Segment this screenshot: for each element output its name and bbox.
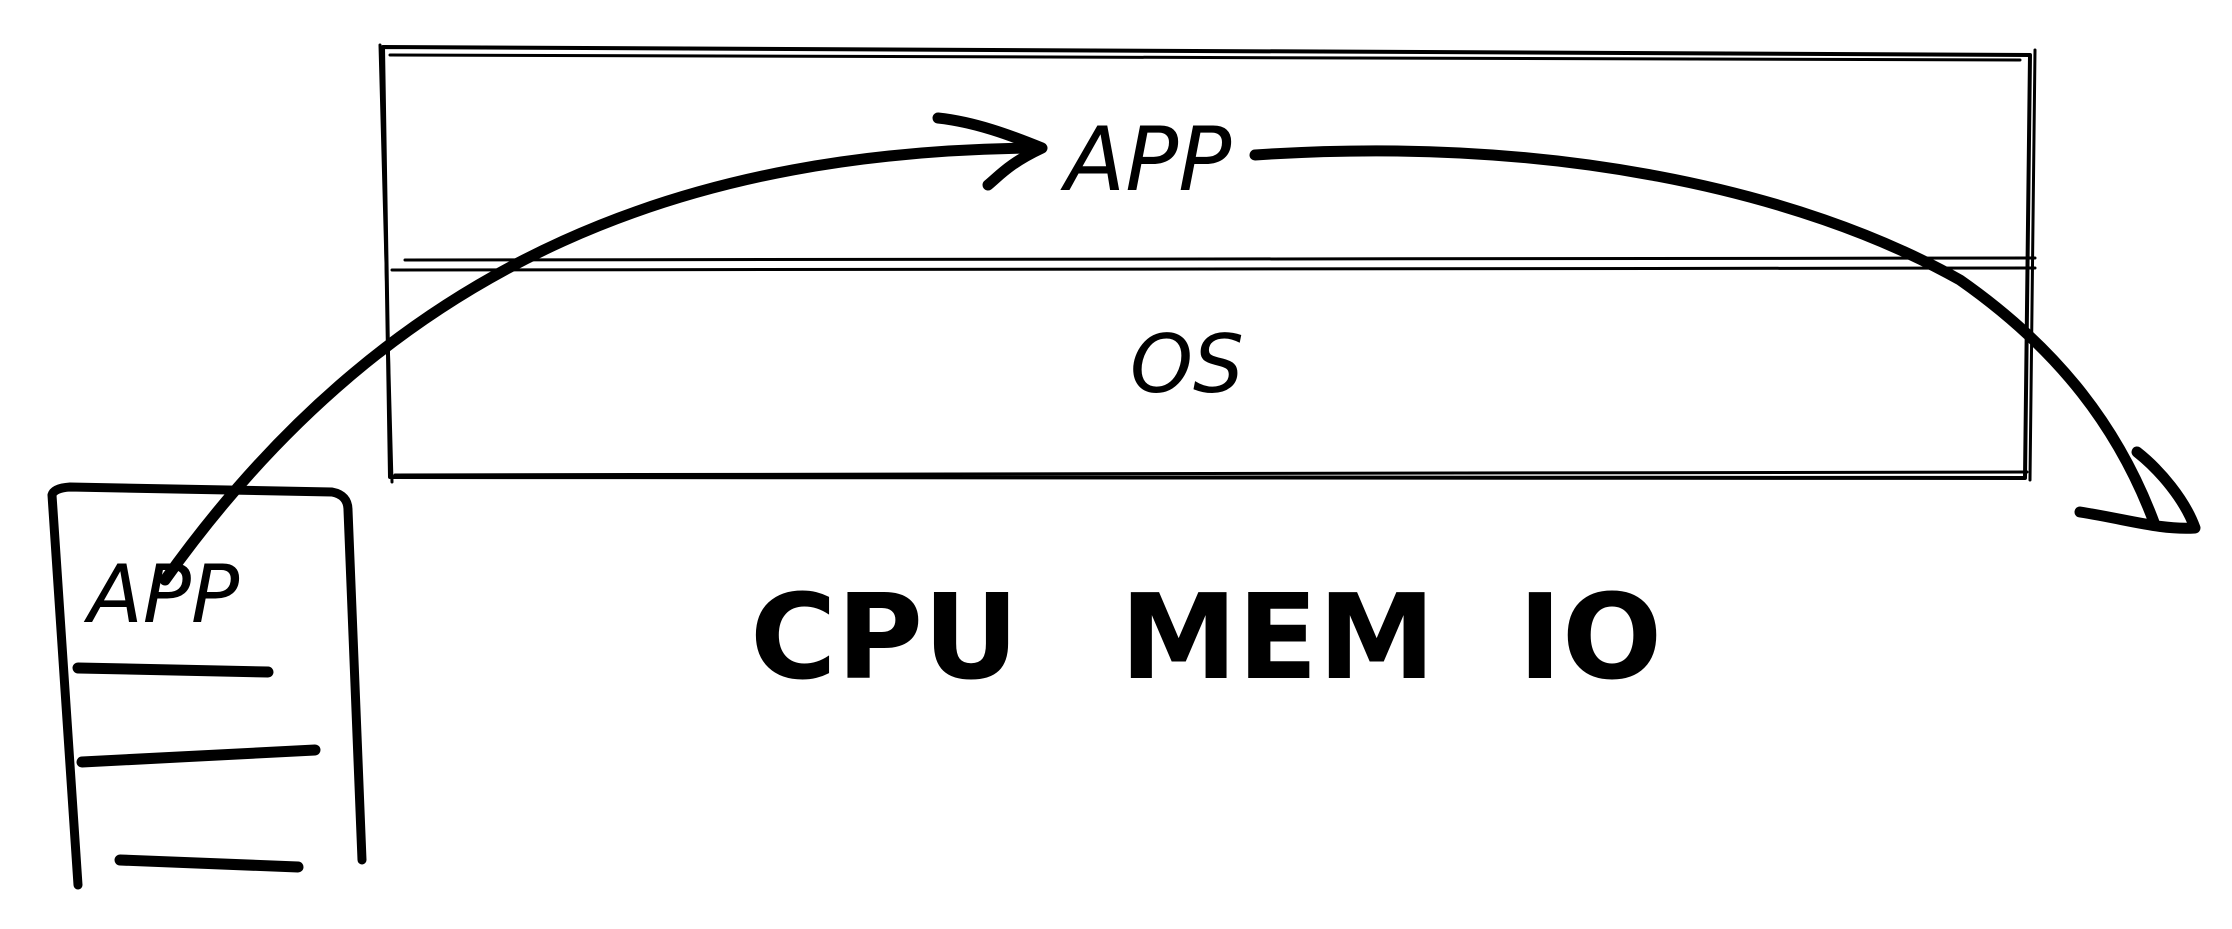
layer-divider [390, 256, 2037, 272]
document-line-3 [114, 854, 304, 873]
disk-app-label: APP [83, 548, 240, 641]
exit-arrow [1249, 145, 2201, 534]
system-box [378, 43, 2037, 484]
hardware-cpu-label: CPU [750, 568, 1019, 706]
hardware-mem-label: MEM [1120, 568, 1435, 706]
top-app-label: APP [1060, 108, 1231, 211]
os-label: OS [1130, 318, 1244, 411]
disk-file-document [47, 482, 367, 890]
hardware-io-label: IO [1518, 568, 1662, 706]
load-arrow [159, 112, 1048, 586]
document-line-2 [76, 744, 321, 768]
document-line-1 [72, 662, 274, 678]
